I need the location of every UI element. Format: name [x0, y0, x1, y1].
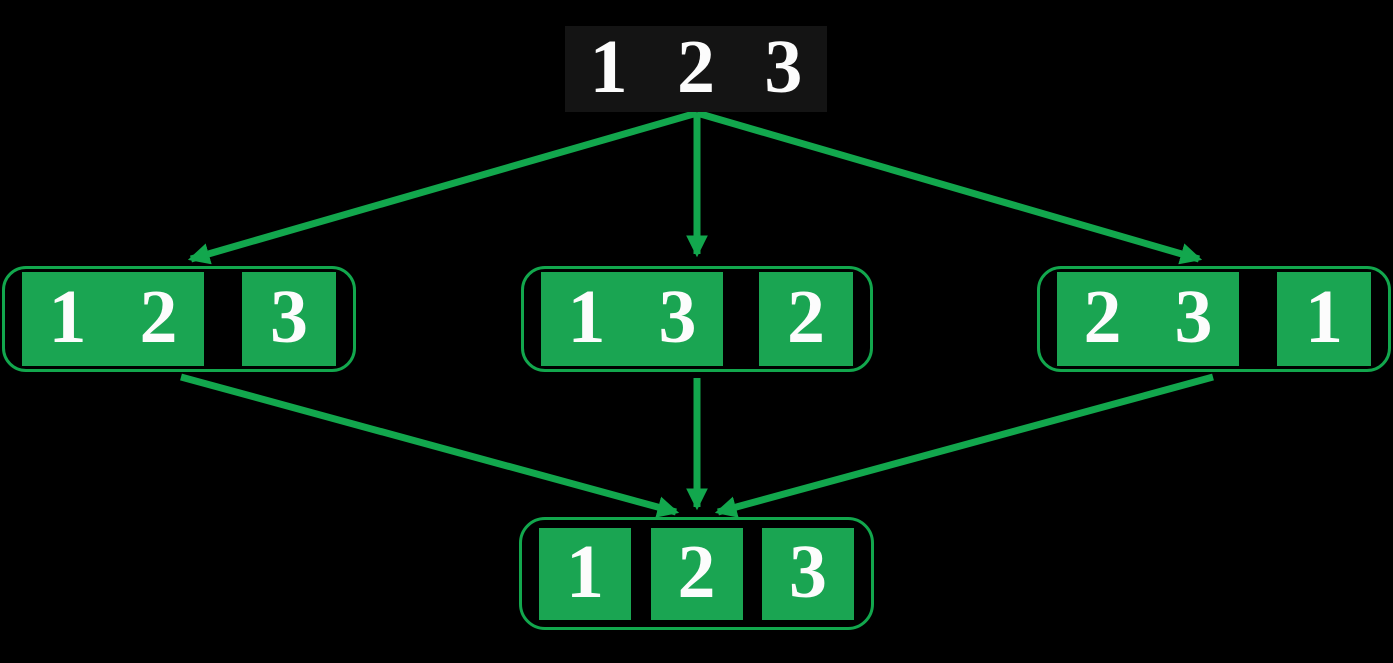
digit: 3	[1174, 275, 1213, 359]
digit: 3	[764, 25, 803, 109]
digit: 2	[139, 275, 178, 359]
digit: 1	[566, 529, 604, 614]
digit: 3	[270, 275, 308, 359]
digit: 1	[1305, 275, 1343, 359]
edge-arrow	[696, 109, 1203, 265]
run-cell: 2	[650, 527, 743, 620]
digit: 2	[677, 529, 716, 614]
run-cell: 2 3	[1057, 272, 1239, 366]
run-cell: 3	[762, 527, 854, 620]
run-cell: 1 3	[541, 272, 723, 366]
run-cell: 3	[242, 272, 336, 366]
output-array-node: 1 2 3	[519, 517, 874, 630]
run-cell: 1	[539, 527, 631, 620]
digit: 2	[1083, 275, 1122, 359]
edge-arrow	[714, 373, 1214, 518]
digit: 1	[48, 275, 87, 359]
partition-node-13-2: 1 3 2	[521, 266, 873, 372]
edge-arrow	[187, 109, 698, 265]
run-cell: 2	[759, 272, 853, 366]
edge-arrow	[180, 373, 680, 518]
partition-node-23-1: 2 3 1	[1037, 266, 1391, 372]
digit: 2	[787, 275, 825, 359]
input-array-node: 1 2 3	[565, 26, 827, 112]
run-cell: 1 2	[22, 272, 204, 366]
digit: 3	[658, 275, 697, 359]
run-cell: 1	[1277, 272, 1371, 366]
digit: 1	[589, 25, 628, 109]
digit: 3	[789, 529, 827, 614]
digit: 1	[567, 275, 606, 359]
partition-node-12-3: 1 2 3	[2, 266, 356, 372]
digit: 2	[676, 25, 715, 109]
